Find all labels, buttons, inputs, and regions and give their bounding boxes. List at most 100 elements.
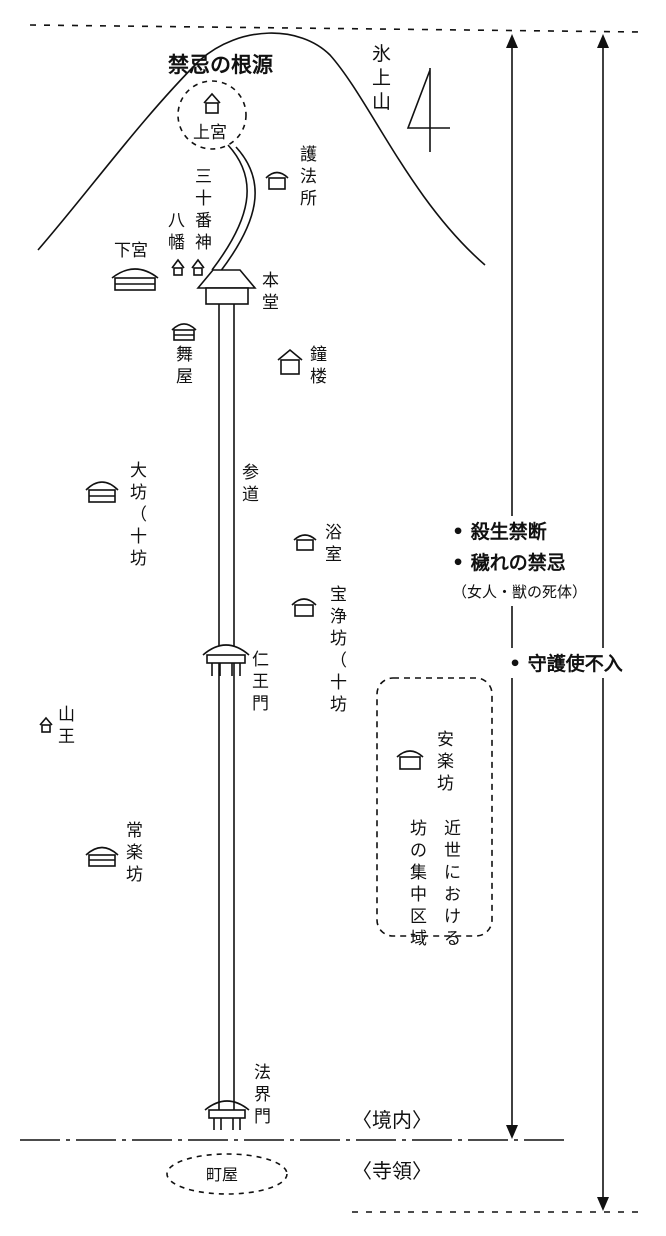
shimomiya-hall-icon bbox=[111, 268, 159, 291]
curved-path-outer bbox=[211, 144, 248, 271]
gohosho-label: 護 法 所 bbox=[300, 145, 322, 209]
note1-c5: け bbox=[444, 907, 461, 927]
hojobo-c1: 宝 bbox=[330, 585, 347, 605]
sando-c1: 参 bbox=[242, 463, 259, 483]
jorakubo-c2: 楽 bbox=[126, 843, 143, 863]
note1-c6: る bbox=[444, 929, 461, 949]
shoro-icon bbox=[277, 348, 303, 375]
nio-gate-c3: 門 bbox=[252, 694, 269, 714]
north-arrow-icon bbox=[406, 68, 450, 152]
hojobo-c2: 浄 bbox=[330, 607, 347, 627]
anrakubo-c2: 楽 bbox=[437, 752, 454, 772]
obo-c1: 大 bbox=[130, 461, 147, 481]
sanno-label: 山 王 bbox=[58, 705, 80, 747]
obo-icon bbox=[85, 481, 119, 503]
hondo-label: 本 堂 bbox=[262, 271, 284, 313]
note2-c4: 中 bbox=[410, 885, 427, 905]
mountain-outline bbox=[37, 32, 486, 266]
machiya-ellipse bbox=[166, 1153, 288, 1195]
hojobo-note: （ 十 坊 bbox=[330, 651, 352, 715]
nio-gate-icon bbox=[202, 644, 250, 676]
anrakubo-c3: 坊 bbox=[437, 774, 454, 794]
hachiman-c1: 八 bbox=[168, 211, 185, 231]
sanjuban-c1: 三 bbox=[195, 167, 212, 187]
sando-label: 参 道 bbox=[242, 463, 264, 505]
note1-c3: に bbox=[444, 863, 461, 883]
hokai-gate-icon bbox=[204, 1100, 250, 1130]
early-modern-zone-box bbox=[376, 677, 493, 937]
gohosho-c2: 法 bbox=[300, 167, 317, 187]
gohosho-c3: 所 bbox=[300, 189, 317, 209]
obo-label: 大 坊 bbox=[130, 461, 152, 503]
yokushitsu-c1: 浴 bbox=[325, 523, 342, 543]
mountain-name: 氷 上 山 bbox=[372, 43, 397, 113]
nio-gate-c2: 王 bbox=[252, 672, 269, 692]
yokushitsu-label: 浴 室 bbox=[325, 523, 347, 565]
hokai-gate-c1: 法 bbox=[254, 1063, 271, 1083]
early-modern-note-col1: 近 世 に お け る bbox=[444, 819, 466, 949]
anrakubo-label: 安 楽 坊 bbox=[437, 730, 459, 794]
anrakubo-icon bbox=[396, 750, 424, 770]
sanjuban-c3: 番 bbox=[195, 211, 212, 231]
obo-c2: 坊 bbox=[130, 483, 147, 503]
gohosho-c1: 護 bbox=[300, 145, 317, 165]
butai-c2: 屋 bbox=[176, 367, 193, 387]
note2-c5: 区 bbox=[410, 907, 427, 927]
nio-gate-label: 仁 王 門 bbox=[252, 650, 274, 714]
yokushitsu-icon bbox=[293, 534, 317, 551]
hondo-c2: 堂 bbox=[262, 293, 279, 313]
taboo-source-label: 禁忌の根源 bbox=[168, 53, 273, 77]
mountain-name-c1: 氷 bbox=[372, 43, 391, 65]
sanjuban-label: 三 十 番 神 bbox=[195, 167, 217, 253]
sanno-c2: 王 bbox=[58, 727, 75, 747]
note1-c1: 近 bbox=[444, 819, 461, 839]
rule3-backdrop bbox=[506, 648, 658, 678]
nio-gate-c1: 仁 bbox=[252, 650, 269, 670]
rule-no-killing: • 殺生禁断 bbox=[452, 520, 547, 543]
rule-no-entry-shugoshi: • 守護使不入 bbox=[509, 652, 623, 675]
estate-arrow-bottom-icon bbox=[597, 1197, 609, 1211]
shimomiya-label: 下宮 bbox=[114, 241, 148, 261]
hojobo-note-c3: 坊 bbox=[330, 695, 347, 715]
mountain-name-c2: 上 bbox=[372, 67, 391, 89]
yokushitsu-c2: 室 bbox=[325, 545, 342, 565]
sanno-shrine-icon bbox=[39, 716, 53, 733]
estate-arrow-top-icon bbox=[597, 34, 609, 48]
jorakubo-c3: 坊 bbox=[126, 865, 143, 885]
hachiman-label: 八 幡 bbox=[168, 211, 190, 253]
butai-icon bbox=[171, 323, 197, 341]
hojobo-icon bbox=[291, 598, 317, 617]
hondo-hall-icon bbox=[196, 269, 257, 305]
hojobo-note-c2: 十 bbox=[330, 673, 347, 693]
hojobo-note-c1: （ bbox=[330, 651, 347, 671]
jorakubo-label: 常 楽 坊 bbox=[126, 821, 148, 885]
shoro-c2: 楼 bbox=[310, 367, 327, 387]
rules-backdrop bbox=[448, 516, 600, 606]
note2-c1: 坊 bbox=[410, 819, 427, 839]
top-boundary-line bbox=[29, 24, 641, 33]
note2-c2: の bbox=[410, 841, 427, 861]
hachiman-shrine-icon bbox=[171, 258, 185, 276]
hondo-c1: 本 bbox=[262, 271, 279, 291]
obo-note: （ 十 坊 bbox=[130, 505, 152, 569]
rule-impurity-taboo: • 穢れの禁忌 bbox=[452, 551, 566, 574]
shoro-label: 鐘 楼 bbox=[310, 345, 332, 387]
butai-c1: 舞 bbox=[176, 345, 193, 365]
gohosho-icon bbox=[265, 171, 289, 190]
obo-note-c3: 坊 bbox=[130, 549, 147, 569]
hokai-gate-c2: 界 bbox=[254, 1085, 271, 1105]
hachiman-c2: 幡 bbox=[168, 233, 185, 253]
butai-label: 舞 屋 bbox=[176, 345, 198, 387]
precinct-arrow-top-icon bbox=[506, 34, 518, 48]
kamimiya-shrine-icon bbox=[203, 92, 221, 114]
mountain-name-c3: 山 bbox=[372, 91, 391, 113]
sanno-c1: 山 bbox=[58, 705, 75, 725]
hokai-gate-c3: 門 bbox=[254, 1107, 271, 1127]
obo-note-c1: （ bbox=[130, 505, 147, 525]
hojobo-c3: 坊 bbox=[330, 629, 347, 649]
note2-c3: 集 bbox=[410, 863, 427, 883]
precinct-label: 〈境内〉 bbox=[352, 1108, 432, 1132]
hojobo-label: 宝 浄 坊 bbox=[330, 585, 352, 649]
